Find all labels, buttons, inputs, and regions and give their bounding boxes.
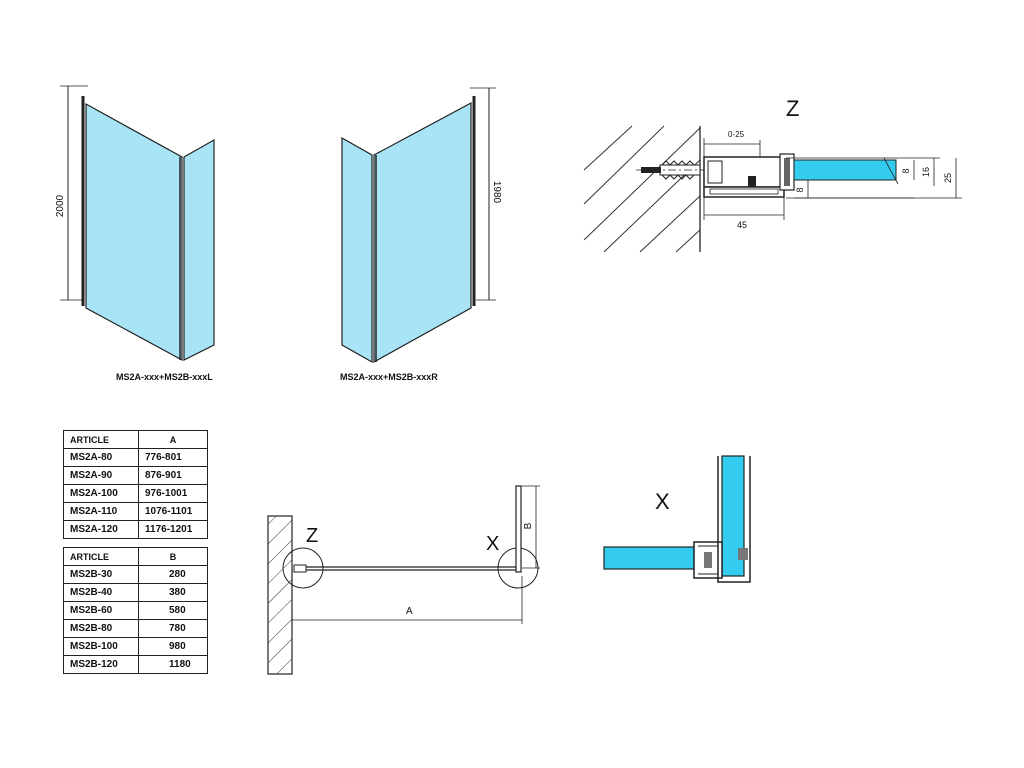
table-b-cell-article: MS2B-100 (63, 637, 139, 656)
table-row: MS2B-30 280 (63, 565, 208, 584)
table-a-cell-article: MS2A-90 (63, 466, 139, 485)
dim-label-0-25: 0-25 (728, 130, 745, 139)
table-row: MS2A-90 876-901 (63, 466, 208, 485)
table-b-header-row: ARTICLE B (63, 547, 208, 566)
dim-label-45: 45 (737, 220, 747, 230)
table-row: MS2A-80 776-801 (63, 448, 208, 467)
table-b-header-b: B (138, 547, 208, 566)
table-b-cell-article: MS2B-120 (63, 655, 139, 674)
plan-z-label: Z (306, 525, 318, 547)
article-a-table: ARTICLE A MS2A-80 776-801 MS2A-90 876-90… (63, 430, 208, 539)
table-b-cell-value: 1180 (138, 655, 208, 674)
table-a-cell-article: MS2A-120 (63, 520, 139, 539)
detail-z-glass (793, 159, 897, 181)
table-row: MS2B-60 580 (63, 601, 208, 620)
left-view-caption: MS2A-xxx+MS2B-xxxL (116, 372, 213, 382)
detail-z-title: Z (786, 96, 799, 121)
table-b-cell-article: MS2B-60 (63, 601, 139, 620)
right-main-glass-panel (373, 101, 472, 364)
plan-detail-z-circle (282, 547, 324, 589)
table-a-cell-value: 876-901 (138, 466, 208, 485)
dim-label-25: 25 (943, 173, 953, 183)
table-a-cell-article: MS2A-110 (63, 502, 139, 521)
left-height-label: 2000 (55, 194, 66, 217)
table-row: MS2A-120 1176-1201 (63, 520, 208, 539)
left-enclosure-view: 2000 MS2A-xxx+MS2B-xxxL (55, 85, 215, 382)
table-b-cell-value: 780 (138, 619, 208, 638)
detail-x-horizontal-glass (603, 546, 699, 570)
plan-view: B A Z X (267, 485, 540, 675)
right-height-label: 1980 (491, 181, 502, 204)
right-enclosure-view: 1980 MS2A-xxx+MS2B-xxxR (340, 87, 502, 382)
dim-label-8-glass: 8 (901, 168, 911, 173)
table-row: MS2A-100 976-1001 (63, 484, 208, 503)
table-b-header-article: ARTICLE (63, 547, 139, 566)
table-row: MS2A-110 1076-1101 (63, 502, 208, 521)
table-a-cell-value: 976-1001 (138, 484, 208, 503)
table-row: MS2B-120 1180 (63, 655, 208, 674)
table-a-header-row: ARTICLE A (63, 430, 208, 449)
table-a-cell-value: 776-801 (138, 448, 208, 467)
dim-label-8-profile: 8 (795, 187, 805, 192)
table-a-cell-value: 1176-1201 (138, 520, 208, 539)
table-row: MS2B-40 380 (63, 583, 208, 602)
table-b-cell-article: MS2B-80 (63, 619, 139, 638)
right-side-glass-panel (341, 136, 373, 364)
detail-z: Z (583, 96, 962, 253)
detail-z-wall-hatching (583, 125, 701, 253)
table-a-header-a: A (138, 430, 208, 449)
table-b-cell-article: MS2B-40 (63, 583, 139, 602)
table-b-cell-value: 980 (138, 637, 208, 656)
table-b-cell-value: 580 (138, 601, 208, 620)
table-b-cell-article: MS2B-30 (63, 565, 139, 584)
table-a-header-article: ARTICLE (63, 430, 139, 449)
article-b-table: ARTICLE B MS2B-30 280 MS2B-40 380 MS2B-6… (63, 547, 208, 674)
right-view-caption: MS2A-xxx+MS2B-xxxR (340, 372, 438, 382)
detail-x-vertical-glass (721, 455, 745, 577)
left-main-glass-panel (85, 102, 183, 362)
plan-wall (267, 515, 293, 675)
detail-x: X (603, 455, 751, 583)
wall-profile-section (703, 153, 795, 198)
table-b-cell-value: 280 (138, 565, 208, 584)
table-a-cell-value: 1076-1101 (138, 502, 208, 521)
table-a-cell-article: MS2A-80 (63, 448, 139, 467)
table-row: MS2B-80 780 (63, 619, 208, 638)
left-side-glass-panel (183, 138, 215, 361)
table-row: MS2B-100 980 (63, 637, 208, 656)
dim-label-16: 16 (921, 167, 931, 177)
plan-x-label: X (486, 533, 499, 555)
plan-dim-a-label: A (406, 606, 413, 617)
table-a-cell-article: MS2A-100 (63, 484, 139, 503)
detail-x-title: X (655, 489, 670, 514)
table-b-cell-value: 380 (138, 583, 208, 602)
plan-dim-b-label: B (523, 522, 534, 529)
